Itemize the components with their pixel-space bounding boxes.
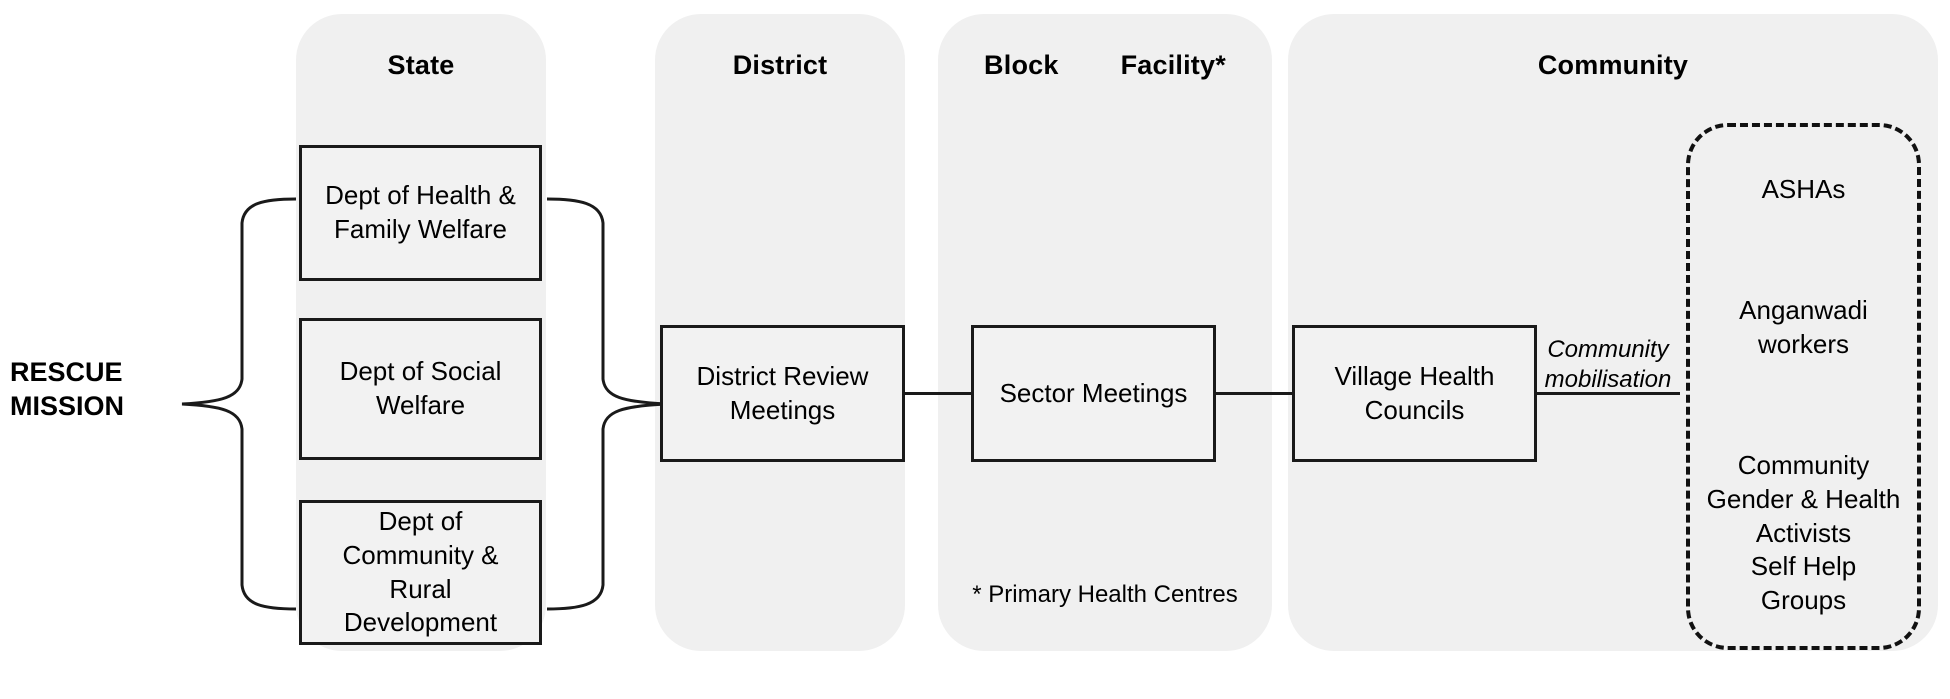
community-actors-group[interactable]: ASHAs Anganwadi workers Community Gender… <box>1686 123 1921 650</box>
community-actor-anganwadi-workers: Anganwadi workers <box>1739 295 1868 359</box>
node-label: Dept of Community & Rural Development <box>342 505 499 638</box>
community-actor-ashas: ASHAs <box>1761 174 1846 204</box>
connector-district-to-sector <box>903 392 973 395</box>
facility-footnote: * Primary Health Centres <box>972 581 1238 608</box>
panel-title-district: District <box>732 50 828 80</box>
panel-title-block-facility: Block Facility* <box>938 50 1272 81</box>
node-dept-health-family-welfare[interactable]: Dept of Health & Family Welfare <box>299 145 542 281</box>
panel-title-facility: Facility* <box>1120 50 1226 80</box>
node-label: Dept of Health & Family Welfare <box>325 180 516 244</box>
community-actor-activists-shgs: Community Gender & Health Activists Self… <box>1706 450 1901 616</box>
left-brace-connector <box>181 197 297 611</box>
panel-title-state: State <box>387 50 455 80</box>
node-label: Village Health Councils <box>1334 360 1495 425</box>
node-dept-community-rural-development[interactable]: Dept of Community & Rural Development <box>299 500 542 645</box>
panel-title-block: Block <box>984 50 1059 80</box>
node-label: Sector Meetings <box>999 377 1188 408</box>
node-district-review-meetings[interactable]: District Review Meetings <box>660 325 905 462</box>
page-title: RESCUE MISSION <box>10 357 125 421</box>
node-label: District Review Meetings <box>696 360 869 425</box>
community-mobilisation-label: Community mobilisation <box>1544 336 1672 393</box>
connector-community-mobilisation <box>1535 392 1680 395</box>
connector-sector-to-village <box>1214 392 1294 395</box>
node-dept-social-welfare[interactable]: Dept of Social Welfare <box>299 318 542 460</box>
node-label: Dept of Social Welfare <box>339 356 502 420</box>
panel-title-community: Community <box>1537 50 1689 80</box>
node-sector-meetings[interactable]: Sector Meetings <box>971 325 1216 462</box>
node-village-health-councils[interactable]: Village Health Councils <box>1292 325 1537 462</box>
